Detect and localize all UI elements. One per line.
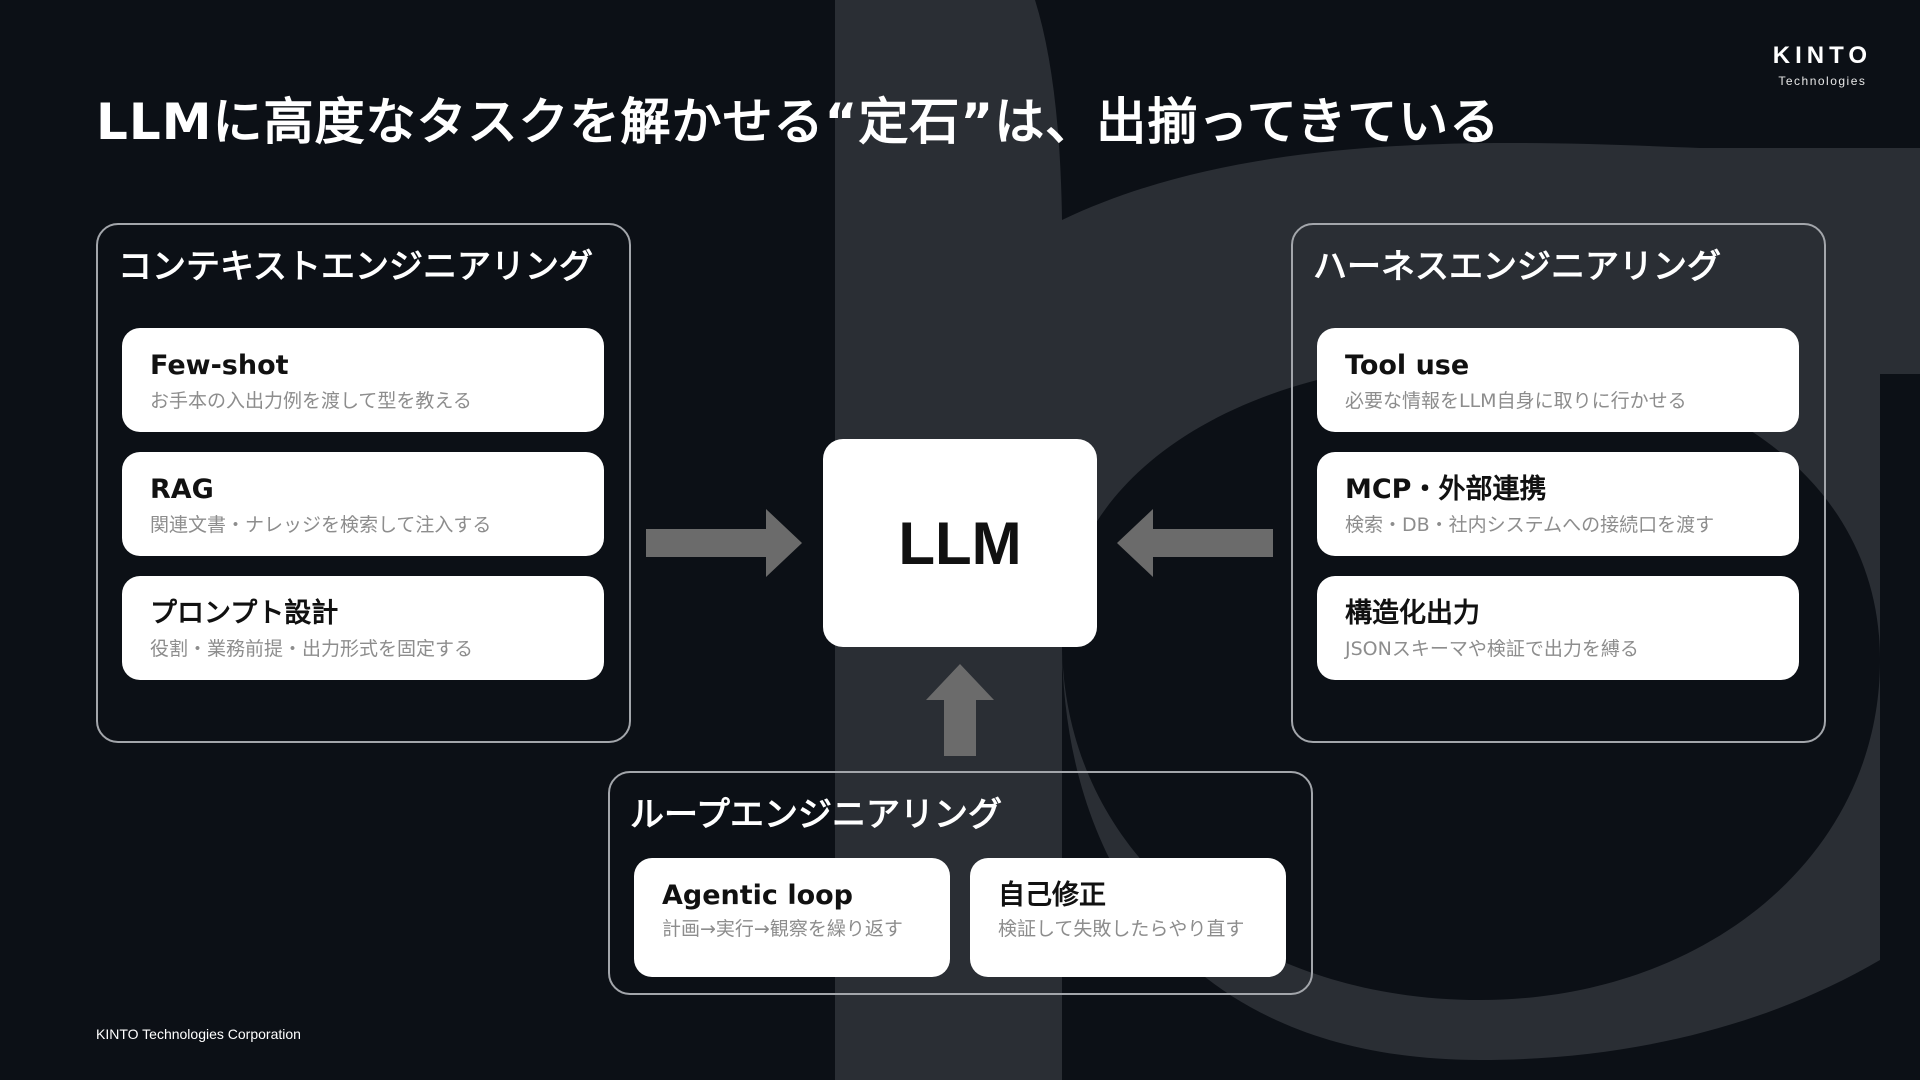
harness-engineering-group: ハーネスエンジニアリング Tool use 必要な情報をLLM自身に取りに行かせ…: [1291, 223, 1826, 743]
arrow-up-icon: [926, 664, 994, 756]
card-description: JSONスキーマや検証で出力を縛る: [1345, 638, 1639, 661]
arrow-right-icon: [646, 509, 802, 577]
card-description: 検索・DB・社内システムへの接続口を渡す: [1345, 514, 1715, 537]
card-few-shot: Few-shot お手本の入出力例を渡して型を教える: [122, 328, 604, 432]
logo-subtitle: Technologies: [1778, 74, 1867, 88]
card-title: Agentic loop: [662, 880, 854, 911]
kinto-logo: KINTO Technologies: [1772, 42, 1872, 89]
card-title: Few-shot: [150, 350, 289, 381]
card-title: プロンプト設計: [150, 598, 339, 629]
slide-title: LLMに高度なタスクを解かせる“定石”は、出揃ってきている: [96, 93, 1501, 151]
context-engineering-heading: コンテキストエンジニアリング: [118, 247, 593, 287]
card-title: 構造化出力: [1345, 598, 1480, 629]
footer-company: KINTO Technologies Corporation: [96, 1026, 301, 1042]
card-description: 関連文書・ナレッジを検索して注入する: [150, 514, 492, 537]
card-self-correction: 自己修正 検証して失敗したらやり直す: [970, 858, 1286, 977]
card-title: 自己修正: [998, 880, 1106, 911]
card-structured-output: 構造化出力 JSONスキーマや検証で出力を縛る: [1317, 576, 1799, 680]
card-description: お手本の入出力例を渡して型を教える: [150, 390, 472, 413]
card-prompt-design: プロンプト設計 役割・業務前提・出力形式を固定する: [122, 576, 604, 680]
loop-engineering-group: ループエンジニアリング Agentic loop 計画→実行→観察を繰り返す 自…: [608, 771, 1313, 995]
card-tool-use: Tool use 必要な情報をLLM自身に取りに行かせる: [1317, 328, 1799, 432]
llm-center-box: LLM: [823, 439, 1097, 647]
card-rag: RAG 関連文書・ナレッジを検索して注入する: [122, 452, 604, 556]
card-description: 計画→実行→観察を繰り返す: [662, 918, 903, 941]
card-description: 必要な情報をLLM自身に取りに行かせる: [1345, 390, 1687, 413]
card-title: Tool use: [1345, 350, 1470, 381]
context-engineering-group: コンテキストエンジニアリング Few-shot お手本の入出力例を渡して型を教え…: [96, 223, 631, 743]
card-description: 検証して失敗したらやり直す: [998, 918, 1245, 941]
loop-engineering-heading: ループエンジニアリング: [630, 795, 1002, 835]
llm-label: LLM: [898, 509, 1022, 577]
card-agentic-loop: Agentic loop 計画→実行→観察を繰り返す: [634, 858, 950, 977]
arrow-left-icon: [1117, 509, 1273, 577]
card-title: MCP・外部連携: [1345, 474, 1547, 505]
harness-engineering-heading: ハーネスエンジニアリング: [1313, 247, 1721, 287]
logo-wordmark: KINTO: [1772, 42, 1872, 69]
card-description: 役割・業務前提・出力形式を固定する: [150, 638, 474, 661]
card-title: RAG: [150, 474, 214, 505]
card-mcp: MCP・外部連携 検索・DB・社内システムへの接続口を渡す: [1317, 452, 1799, 556]
decor-ring-shape: [835, 0, 1920, 1080]
